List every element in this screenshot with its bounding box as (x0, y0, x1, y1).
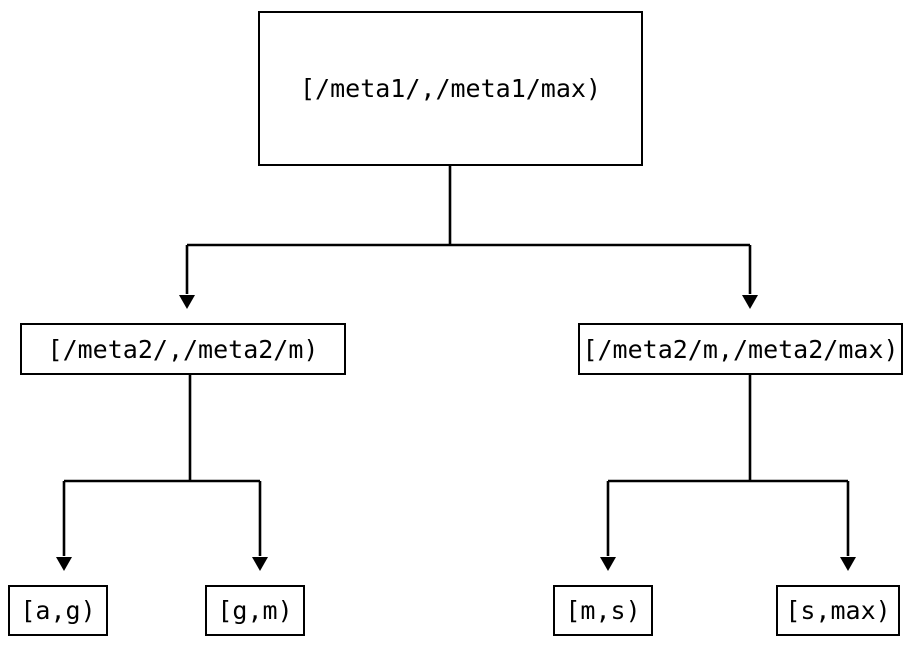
edge-midright-to-leaf-4 (840, 481, 856, 571)
edge-midright-to-leaves (608, 375, 848, 483)
edge-root-to-mid-left (179, 245, 195, 309)
edge-midleft-to-leaves (64, 375, 260, 483)
node-mid-left[interactable]: [/meta2/,/meta2/m) (20, 323, 346, 375)
edge-root-to-midlevel (187, 166, 750, 247)
node-mid-left-label: [/meta2/,/meta2/m) (47, 334, 319, 364)
node-leaf-3[interactable]: [m,s) (553, 585, 653, 636)
node-leaf-4[interactable]: [s,max) (776, 585, 900, 636)
node-leaf-3-label: [m,s) (565, 596, 641, 625)
node-leaf-4-label: [s,max) (785, 596, 891, 625)
edge-midleft-to-leaf-2 (252, 481, 268, 571)
node-leaf-2[interactable]: [g,m) (205, 585, 305, 636)
node-root-label: [/meta1/,/meta1/max) (299, 74, 602, 103)
node-root[interactable]: [/meta1/,/meta1/max) (258, 11, 643, 166)
edge-midright-to-leaf-3 (600, 481, 616, 571)
node-leaf-2-label: [g,m) (217, 596, 293, 625)
node-mid-right[interactable]: [/meta2/m,/meta2/max) (578, 323, 903, 375)
node-leaf-1-label: [a,g) (20, 596, 96, 625)
edge-midleft-to-leaf-1 (56, 481, 72, 571)
node-mid-right-label: [/meta2/m,/meta2/max) (582, 334, 899, 364)
node-leaf-1[interactable]: [a,g) (8, 585, 108, 636)
edge-root-to-mid-right (742, 245, 758, 309)
